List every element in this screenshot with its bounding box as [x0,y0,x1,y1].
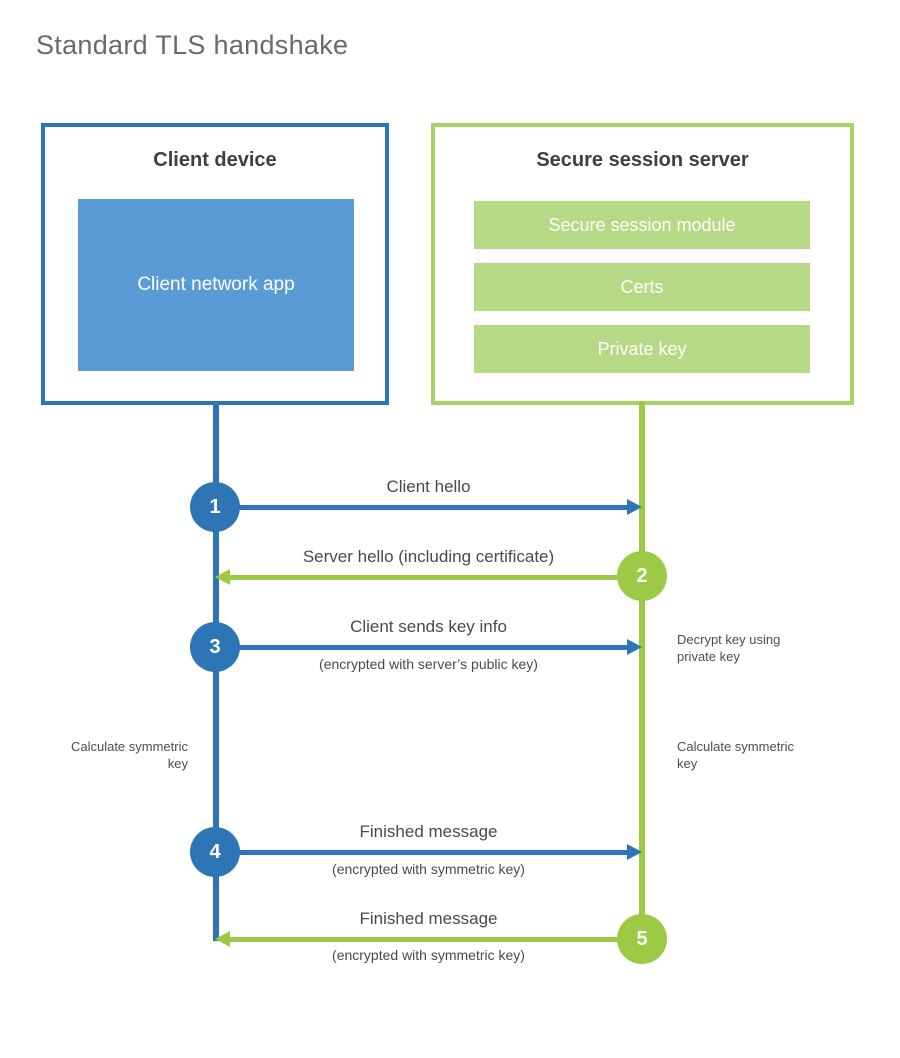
step1-arrow-line [216,505,628,510]
step3-sublabel: (encrypted with server’s public key) [319,656,538,672]
step3-arrow-line [216,645,628,650]
server-lifeline [639,401,645,941]
arrowhead-left-icon [215,569,230,585]
step4-circle: 4 [190,827,240,877]
calculate-symmetric-key-note-server: Calculate symmetric key [677,739,795,771]
step5-arrow-line [229,937,642,942]
client-network-app-block: Client network app [78,199,354,371]
step5-sublabel: (encrypted with symmetric key) [332,947,525,963]
arrowhead-right-icon [627,639,642,655]
page-title: Standard TLS handshake [36,30,349,60]
client-device-title: Client device [153,149,277,171]
step4-label: Finished message [359,822,498,841]
step3-circle: 3 [190,622,240,672]
decrypt-key-note: Decrypt key using private key [677,632,781,664]
step1-label: Client hello [386,477,471,496]
step4-sublabel: (encrypted with symmetric key) [332,861,525,877]
step5-circle: 5 [617,914,667,964]
step1-circle: 1 [190,482,240,532]
server-module-bar: Secure session module [474,201,810,249]
step4-arrow-line [216,850,628,855]
step2-circle: 2 [617,551,667,601]
arrowhead-left-icon [215,931,230,947]
secure-session-server-box: Secure session server Secure session mod… [431,123,854,405]
client-network-app-label: Client network app [137,273,295,295]
client-device-box: Client device Client network app [41,123,389,405]
step2-label: Server hello (including certificate) [302,547,555,566]
calculate-symmetric-key-note-client: Calculate symmetric key [70,739,188,771]
arrowhead-right-icon [627,844,642,860]
server-private-key-bar: Private key [474,325,810,373]
step3-label: Client sends key info [350,617,507,636]
step5-label: Finished message [359,909,498,928]
arrowhead-right-icon [627,499,642,515]
secure-session-server-title: Secure session server [536,149,749,171]
step2-arrow-line [229,575,642,580]
server-certs-bar: Certs [474,263,810,311]
